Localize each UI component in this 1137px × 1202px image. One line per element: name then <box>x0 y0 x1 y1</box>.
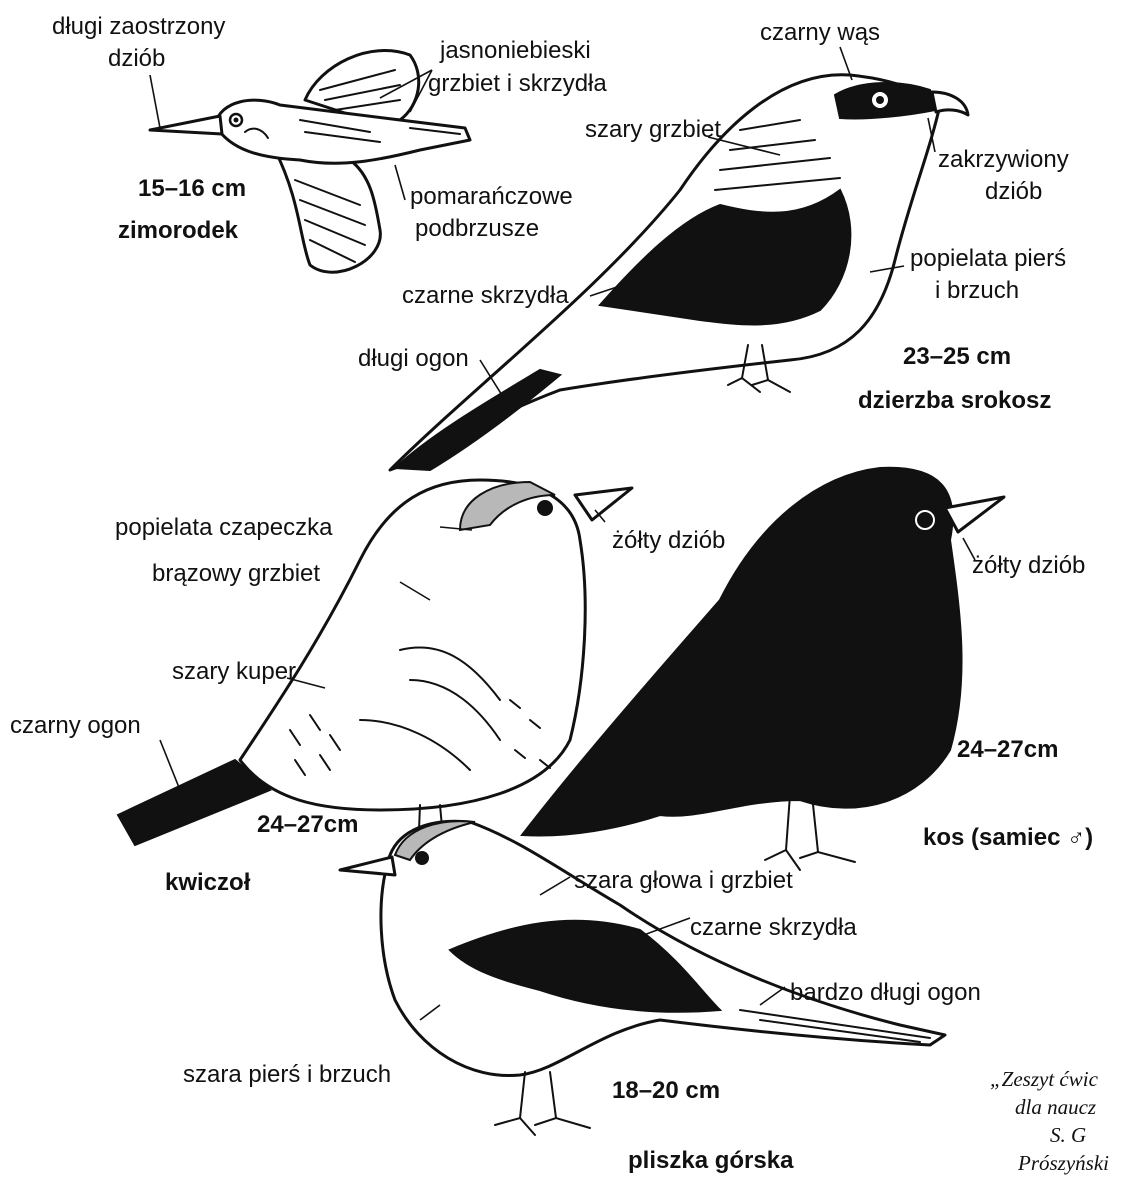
kingfisher-back-label-2: grzbiet i skrzydła <box>428 70 607 97</box>
kingfisher-beak-label-2: dziób <box>108 45 165 72</box>
shrike-mask-label: czarny wąs <box>760 19 880 46</box>
fieldfare-name: kwiczoł <box>165 869 251 896</box>
wagtail-tail-label: bardzo długi ogon <box>790 979 981 1006</box>
wagtail-size: 18–20 cm <box>612 1077 720 1104</box>
wagtail-wings-label: czarne skrzydła <box>690 914 857 941</box>
shrike-tail-label: długi ogon <box>358 345 469 372</box>
blackbird-size: 24–27cm <box>957 736 1058 763</box>
fieldfare-rump-label: szary kuper <box>172 658 296 685</box>
source-line-2: dla naucz <box>1015 1095 1096 1119</box>
kingfisher-size: 15–16 cm <box>138 175 246 202</box>
kingfisher-back-label: jasnoniebieski <box>439 37 591 64</box>
fieldfare-tail-label: czarny ogon <box>10 712 141 739</box>
shrike-back-label: szary grzbiet <box>585 116 721 143</box>
fieldfare-back-label: brązowy grzbiet <box>152 560 320 587</box>
source-line-4: Prószyński <box>1017 1151 1109 1175</box>
wagtail-name: pliszka górska <box>628 1147 794 1174</box>
fieldfare-size: 24–27cm <box>257 811 358 838</box>
shrike-breast-label-2: i brzuch <box>935 277 1019 304</box>
wagtail-breast-label: szara pierś i brzuch <box>183 1061 391 1088</box>
shrike-beak-label: zakrzywiony <box>938 146 1069 173</box>
blackbird-drawing <box>522 468 1004 870</box>
kingfisher-name: zimorodek <box>118 217 239 244</box>
fieldfare-beak-label: żółty dziób <box>612 527 725 554</box>
blackbird-name: kos (samiec ♂) <box>923 824 1093 851</box>
shrike-breast-label: popielata pierś <box>910 245 1066 272</box>
shrike-size: 23–25 cm <box>903 343 1011 370</box>
shrike-wings-label: czarne skrzydła <box>402 282 569 309</box>
kingfisher-belly-label-2: podbrzusze <box>415 215 539 242</box>
shrike-name: dzierzba srokosz <box>858 387 1051 414</box>
source-credit: „Zeszyt ćwic dla naucz S. G Prószyński <box>990 1067 1109 1175</box>
wagtail-head-label: szara głowa i grzbiet <box>574 867 793 894</box>
shrike-beak-label-2: dziób <box>985 178 1042 205</box>
source-line-3: S. G <box>1050 1123 1086 1147</box>
kingfisher-beak-label: długi zaostrzony <box>52 13 225 40</box>
blackbird-beak-label: żółty dziób <box>972 552 1085 579</box>
source-line-1: „Zeszyt ćwic <box>990 1067 1099 1091</box>
fieldfare-cap-label: popielata czapeczka <box>115 514 333 541</box>
kingfisher-belly-label: pomarańczowe <box>410 183 573 210</box>
